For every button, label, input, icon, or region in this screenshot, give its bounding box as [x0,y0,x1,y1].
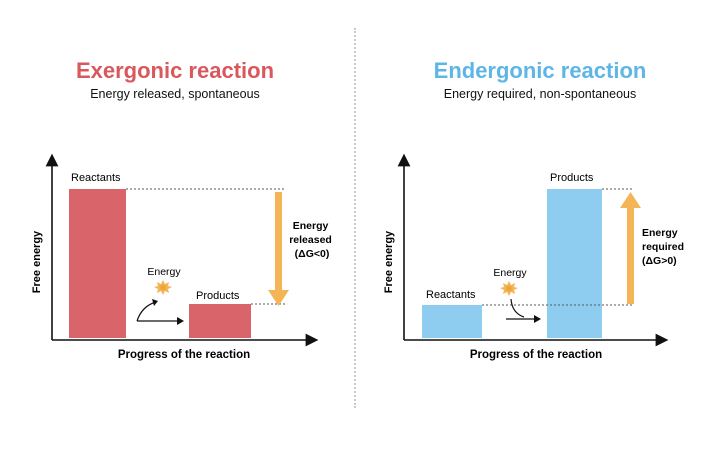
reaction-arrowhead [534,315,541,323]
endergonic-subtitle: Energy required, non-spontaneous [443,87,637,101]
energy-sun-icon [154,280,172,295]
exergonic-panel: Exergonic reaction Energy released, spon… [31,58,335,361]
products-bar [189,304,251,338]
products-label: Products [550,172,594,184]
energy-curved-arrow [136,301,157,322]
products-label: Products [196,290,240,302]
reactants-label: Reactants [71,172,121,184]
delta-g-label: Energy released (ΔG<0) [289,220,335,260]
reactants-bar [69,189,126,338]
reactants-label: Reactants [426,289,476,301]
endergonic-panel: Endergonic reaction Energy required, non… [360,0,720,456]
reaction-arrowhead [177,317,184,325]
delta-g-label: Energy required (ΔG>0) [642,227,687,267]
energy-curved-arrow [510,298,525,318]
energy-label: Energy [147,266,181,278]
energy-sun-icon [500,281,518,296]
endergonic-title: Endergonic reaction [433,58,647,83]
endergonic-diagram: Free energy Progress of the reaction Rea… [383,153,687,361]
products-bar [547,189,602,338]
y-axis-label: Free energy [383,230,395,293]
energy-curved-arrowhead [152,299,158,306]
exergonic-title: Exergonic reaction [75,58,275,83]
energy-required-arrow [620,192,641,304]
panel-divider [354,28,356,408]
energy-label: Energy [493,267,527,279]
y-axis-label: Free energy [31,230,43,293]
energy-released-arrow [268,192,289,306]
reactants-bar [422,305,482,338]
x-axis-label: Progress of the reaction [470,349,602,361]
x-axis-label: Progress of the reaction [118,349,250,361]
exergonic-subtitle: Energy released, spontaneous [90,87,260,101]
exergonic-diagram: Free energy Progress of the reaction Rea… [31,153,335,361]
